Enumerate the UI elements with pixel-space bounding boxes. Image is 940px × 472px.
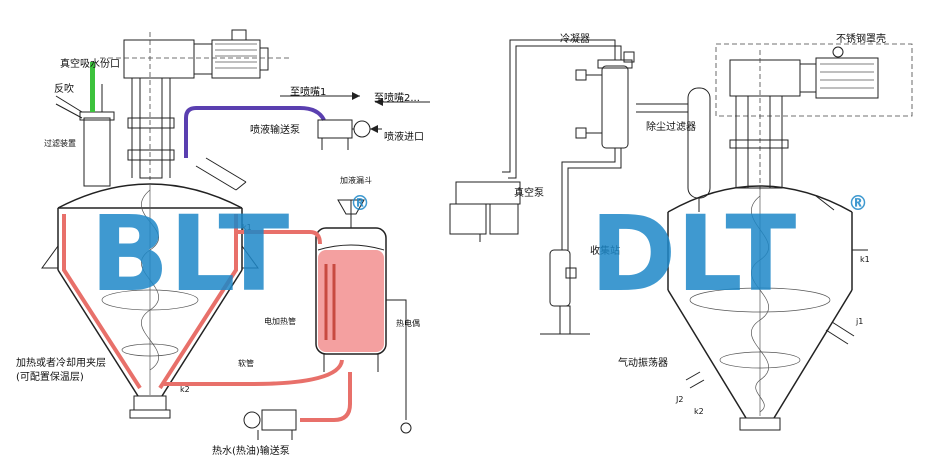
- spray-pump: [317, 119, 353, 139]
- watermark-right-registered: ®: [848, 191, 868, 215]
- label-to-nozzle-2: 至喷嘴2...: [374, 92, 420, 104]
- refill-funnel: [337, 199, 365, 215]
- label-k2-left: k2: [180, 385, 190, 394]
- label-dust-filter: 除尘过滤器: [646, 120, 696, 133]
- tank-liquid: [318, 250, 384, 352]
- left-hose-lines: [164, 230, 352, 440]
- label-vacuum-pump: 真空泵: [514, 186, 544, 199]
- left-inclined-port: [195, 157, 247, 191]
- label-pneumatic-vibrator: 气动振荡器: [618, 356, 668, 369]
- hot-oil-tank: [315, 199, 412, 434]
- label-k2-right: k2: [694, 407, 704, 416]
- left-shaft-column: [127, 77, 175, 179]
- label-stainless-cover: 不锈钢罩壳: [836, 32, 886, 45]
- collection-station: [540, 249, 590, 335]
- label-spray-inlet: 喷液进口: [384, 130, 424, 143]
- watermark-left: BLT ®: [90, 191, 370, 315]
- label-refill-funnel: 加液漏斗: [340, 175, 372, 185]
- label-j2-right: J2: [675, 395, 683, 404]
- label-collection-station: 收集站: [590, 244, 620, 257]
- label-spray-pump: 喷液输送泵: [250, 123, 300, 136]
- stainless-cover: [715, 43, 913, 117]
- dust-filter: [636, 87, 711, 212]
- vacuum-pump: [449, 181, 521, 242]
- label-k1-left: k1: [242, 223, 252, 232]
- label-vacuum-port: 真空吸水份口: [60, 57, 120, 70]
- watermark-left-text: BLT: [90, 193, 289, 315]
- condenser: [502, 39, 635, 250]
- label-electric-heater: 电加热管: [264, 316, 296, 326]
- label-filter-bag: 过滤装置: [44, 138, 76, 148]
- label-backflush: 反吹: [54, 82, 74, 95]
- watermark-right-text: DLT: [590, 193, 796, 315]
- right-vessel-diagram: 冷凝器 不锈钢罩壳 除尘过滤器 真空泵 收集站 气动振荡器 k1 j1 J2 k…: [449, 32, 913, 431]
- label-jacket-note-2: (可配置保温层): [16, 370, 84, 383]
- label-hot-water-pump: 热水(热油)输送泵: [212, 444, 290, 457]
- right-vessel-body: [667, 185, 868, 431]
- label-k1-right: k1: [860, 255, 870, 264]
- left-spray-line: [184, 92, 430, 158]
- left-vessel-diagram: 真空吸水份口 反吹 过滤装置 至喷嘴1 至喷嘴2... 喷液输送泵 喷液进口 加…: [16, 29, 430, 457]
- label-jacket-note-1: 加热或者冷却用夹层: [16, 356, 106, 369]
- left-filter-device: [55, 62, 115, 187]
- label-condenser: 冷凝器: [560, 32, 590, 45]
- vacuum-tube: [90, 62, 95, 112]
- watermark-left-registered: ®: [350, 191, 370, 215]
- right-drive-motor: [729, 46, 879, 190]
- left-internal-screw: [101, 185, 199, 395]
- watermark-right: DLT ®: [590, 191, 868, 315]
- hot-water-pump: [261, 409, 297, 431]
- label-j1-right: j1: [855, 317, 863, 326]
- label-to-nozzle-1: 至喷嘴1: [290, 86, 326, 98]
- right-shaft-column: [729, 95, 789, 189]
- label-thermocouple: 热电偶: [396, 318, 420, 328]
- label-hose: 软管: [238, 358, 254, 368]
